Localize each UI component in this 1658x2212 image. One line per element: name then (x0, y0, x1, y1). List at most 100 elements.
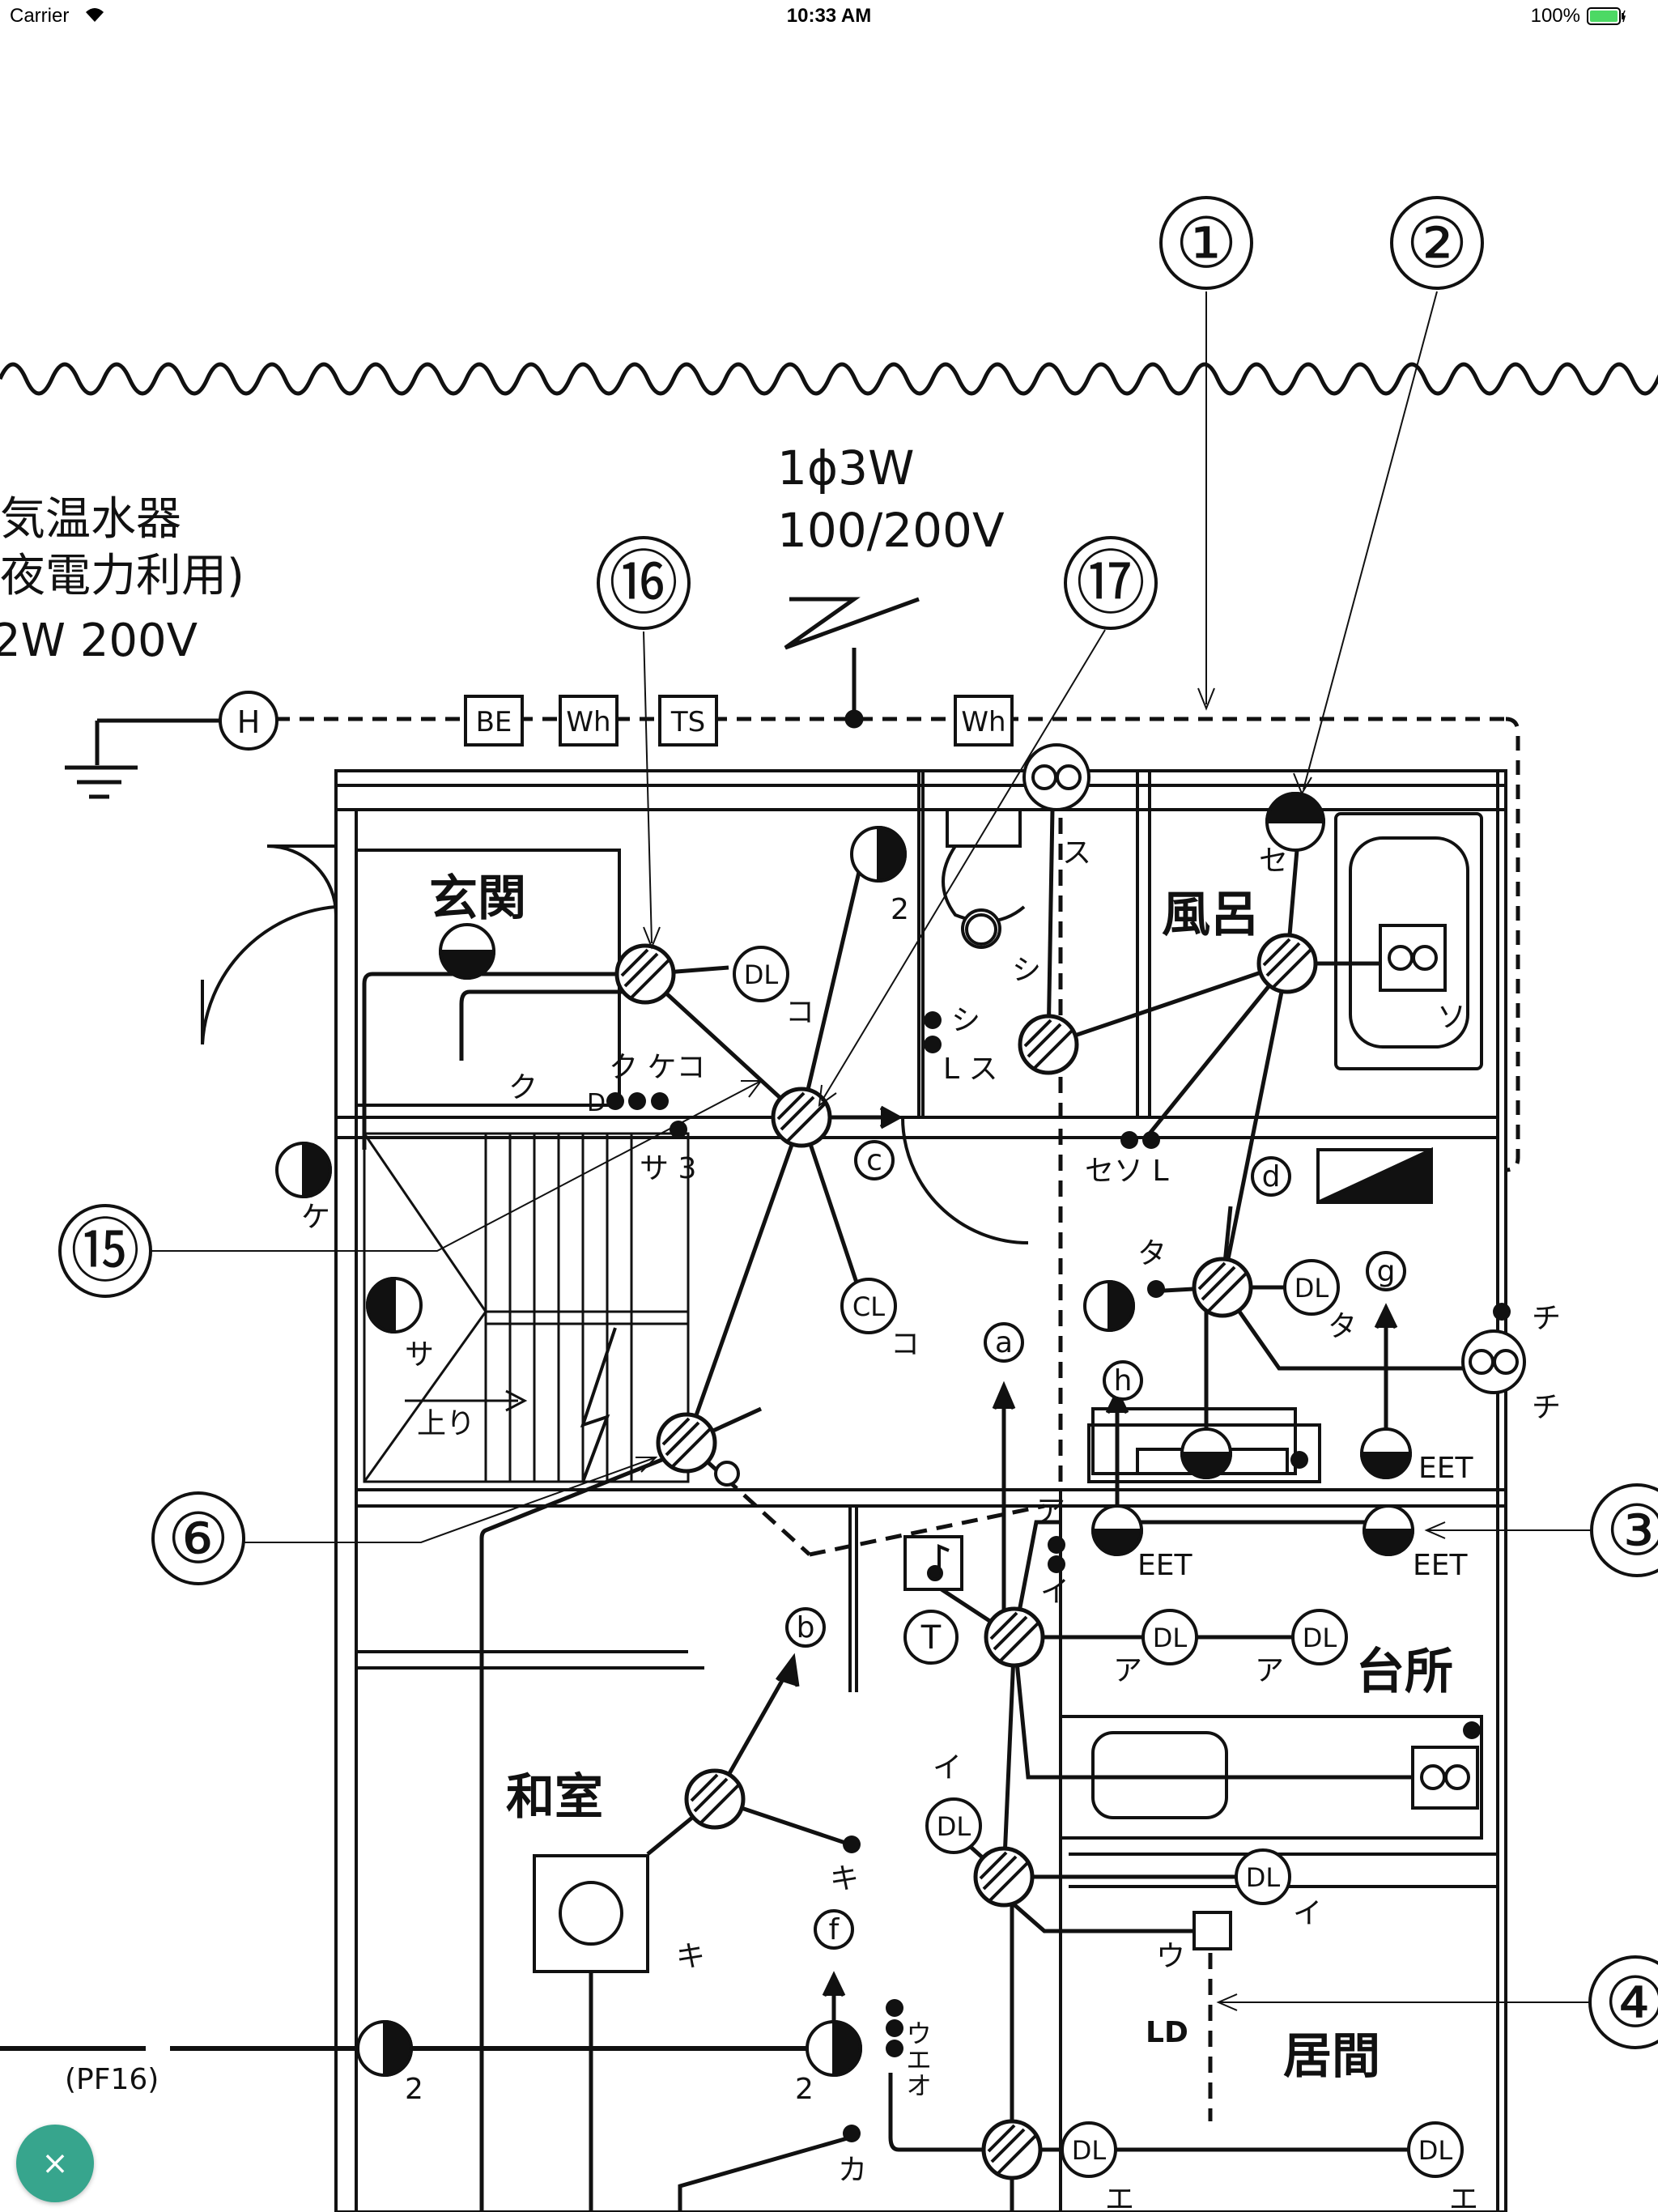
callout-17: ⑰ (1076, 543, 1146, 624)
break-line (0, 362, 1658, 396)
battery-icon (1587, 7, 1626, 25)
meter-h: H (237, 704, 261, 740)
meter-ts: TS (670, 706, 705, 738)
service-line (65, 597, 1520, 1172)
dl-label-6: DL (1246, 1862, 1281, 1893)
mark-a-3: ア (1255, 1654, 1284, 1687)
room-washitsu: 和室 (506, 1769, 603, 1826)
meter-wh1: Wh (566, 706, 610, 738)
wifi-icon (86, 8, 104, 22)
mark-u: ウ (1156, 1940, 1185, 1973)
callout-2: ② (1405, 203, 1468, 284)
callout-leaders (146, 291, 1593, 2011)
dl-label-5: DL (937, 1811, 971, 1842)
mark-ta-2: タ (1328, 1310, 1357, 1343)
mark-ka: カ (838, 2154, 867, 2187)
mark-a-1: ア (1036, 1495, 1065, 1528)
mark-chi-2: チ (1532, 1391, 1561, 1424)
callout-circles (58, 196, 1658, 2049)
t-label: T (920, 1619, 942, 1657)
mark-i-1: イ (1040, 1576, 1069, 1609)
callout-6: ⑥ (167, 1499, 229, 1580)
meter-boxes (219, 691, 1014, 751)
mark-ko-2: コ (891, 1328, 920, 1361)
mark-ko-1: コ (785, 996, 814, 1029)
mark-se-so-l: セソ L (1085, 1155, 1169, 1188)
callout-3: ③ (1605, 1491, 1658, 1572)
callout-16: ⑯ (609, 543, 678, 624)
mark-chi-1: チ (1532, 1302, 1561, 1335)
building-walls (334, 769, 1507, 2212)
point-a: a (995, 1326, 1013, 1359)
dl-label-3: DL (1153, 1623, 1188, 1653)
staircase (363, 1132, 690, 1483)
mark-sa: サ (405, 1338, 434, 1372)
mark-nobori: 上り (417, 1407, 475, 1440)
junction-boxes (614, 933, 1318, 2180)
eet-label-1: EET (1418, 1452, 1473, 1485)
supply-line1: 1ϕ3W (777, 440, 914, 496)
clock: 10:33 AM (786, 5, 872, 27)
mark-e-1: エ (1105, 2183, 1134, 2212)
point-b: b (797, 1611, 815, 1644)
fixture-circles (714, 908, 1464, 2178)
point-c: c (866, 1144, 882, 1177)
close-button[interactable]: × (16, 2125, 94, 2202)
mark-e-2: エ (1449, 2183, 1478, 2212)
mark-ta-1: タ (1137, 1237, 1167, 1270)
point-h: h (1114, 1364, 1133, 1397)
callout-numbers: ① ② ③ ④ ⑥ ⑮ ⑯ ⑰ (70, 203, 1658, 2044)
dl-label-1: DL (744, 959, 779, 990)
supply-line2: 100/200V (777, 503, 1005, 558)
point-d: d (1262, 1160, 1281, 1193)
dl-label-4: DL (1303, 1623, 1337, 1653)
mark-sa-3: サ 3 (640, 1152, 696, 1185)
mark-ku: ク (508, 1071, 538, 1104)
mark-ki-1: キ (830, 1862, 859, 1895)
mark-two-3: 2 (795, 2073, 814, 2106)
switch-dots (606, 1011, 1511, 2142)
outlet-symbols (275, 743, 1526, 2078)
mark-so: ソ (1437, 1001, 1466, 1034)
mark-ueo: ウエオ (902, 2020, 933, 2098)
dl-label-8: DL (1418, 2135, 1453, 2166)
mark-shi-1: シ (1012, 954, 1041, 987)
meter-wh2: Wh (961, 706, 1005, 738)
mark-su: ス (1062, 836, 1091, 870)
point-g: g (1377, 1255, 1396, 1288)
mark-shi-2: シ (951, 1004, 980, 1037)
heater-line2: 夜電力利用) (0, 550, 244, 602)
room-genkan: 玄関 (429, 870, 526, 927)
mark-l-su: L ス (943, 1053, 998, 1086)
dl-label-2: DL (1295, 1273, 1329, 1304)
callout-15: ⑮ (70, 1211, 140, 1292)
mark-two-1: 2 (891, 893, 909, 926)
dl-label-7: DL (1072, 2135, 1107, 2166)
mark-two-2: 2 (405, 2073, 423, 2106)
carrier-label: Carrier (10, 5, 70, 27)
meter-be: BE (476, 706, 512, 738)
mark-d: D (587, 1089, 606, 1117)
battery-percent: 100% (1530, 5, 1580, 27)
callout-1: ① (1175, 203, 1237, 284)
room-furo: 風呂 (1162, 887, 1259, 943)
eet-label-3: EET (1413, 1549, 1468, 1582)
room-daidokoro: 台所 (1356, 1644, 1453, 1700)
mark-ke: ケ (301, 1201, 330, 1234)
mark-i-3: イ (1293, 1897, 1322, 1930)
room-ima: 居間 (1283, 2028, 1380, 2085)
entrance-door (201, 844, 1029, 1244)
heater-line3: 2W 200V (0, 615, 198, 667)
mark-ku-ke-ko: ク ケコ (609, 1051, 705, 1084)
point-f: f (829, 1913, 840, 1946)
ld-label: LD (1146, 2016, 1188, 2049)
status-bar: Carrier 10:33 AM 100% (0, 0, 1658, 32)
heater-line1: 気温水器 (0, 493, 181, 546)
mark-i-2: イ (933, 1751, 962, 1784)
drawing-labels: 1ϕ3W 100/200V 気温水器 夜電力利用) 2W 200V H BE W… (0, 440, 1561, 2212)
eet-label-2: EET (1137, 1549, 1192, 1582)
cl-label: CL (852, 1291, 885, 1322)
callout-4: ④ (1604, 1963, 1658, 2044)
mark-ki-2: キ (676, 1940, 705, 1973)
